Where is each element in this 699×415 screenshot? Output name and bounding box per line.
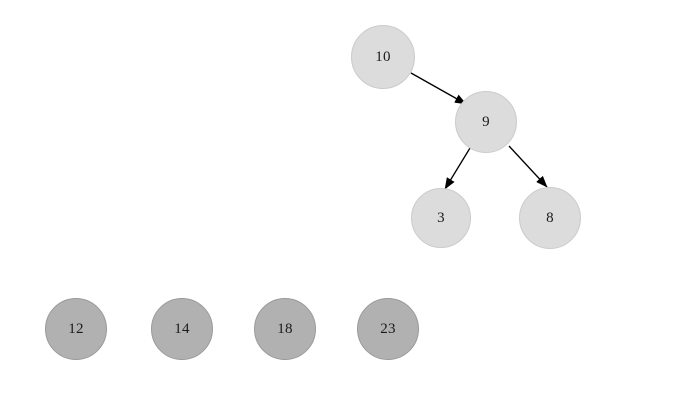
tree-edge-9-to-3 xyxy=(444,147,471,190)
node-label: 9 xyxy=(482,113,490,130)
node-label: 10 xyxy=(375,48,391,65)
node-label: 23 xyxy=(380,320,396,337)
detached-node-12[interactable]: 12 xyxy=(45,298,107,360)
node-label: 18 xyxy=(277,320,293,337)
node-label: 12 xyxy=(68,320,84,337)
node-label: 3 xyxy=(437,209,445,226)
tree-node-3[interactable]: 3 xyxy=(411,188,471,248)
tree-edge-9-to-8 xyxy=(508,145,548,188)
node-label: 8 xyxy=(546,209,554,226)
tree-node-9[interactable]: 9 xyxy=(455,91,517,153)
detached-node-18[interactable]: 18 xyxy=(254,298,316,360)
node-label: 14 xyxy=(174,320,190,337)
detached-node-14[interactable]: 14 xyxy=(151,298,213,360)
tree-edge-10-to-9 xyxy=(410,72,467,105)
tree-node-8[interactable]: 8 xyxy=(519,187,581,249)
detached-node-23[interactable]: 23 xyxy=(357,298,419,360)
tree-node-10[interactable]: 10 xyxy=(351,25,415,89)
